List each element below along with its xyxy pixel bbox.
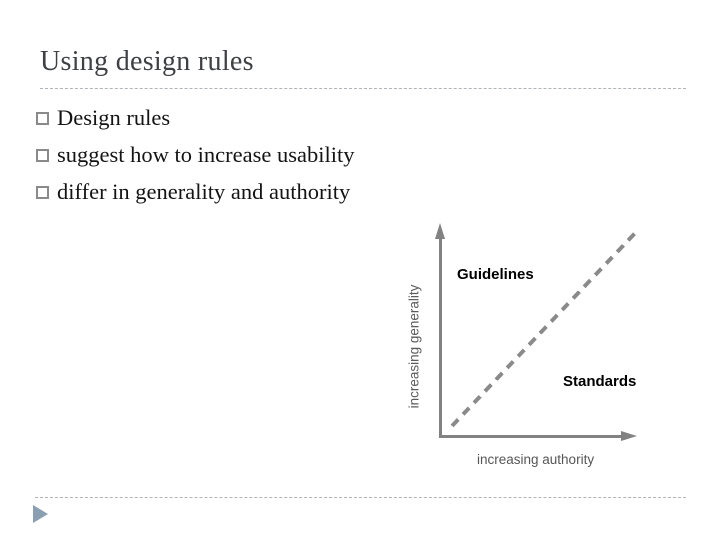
dashed-diagonal-line — [450, 228, 640, 428]
arrowhead-right-icon — [621, 431, 637, 441]
bullet-item: Design rules — [36, 99, 354, 136]
bullet-item: suggest how to increase usability — [36, 136, 354, 173]
bullet-text: differ in generality and authority — [57, 178, 351, 204]
guidelines-region-label: Guidelines — [457, 266, 534, 283]
generality-authority-diagram: Guidelines Standards increasing generali… — [395, 222, 670, 482]
standards-region-label: Standards — [563, 373, 637, 390]
bullet-text: Design rules — [57, 104, 171, 130]
square-bullet-icon — [36, 112, 49, 125]
bullet-text: suggest how to increase usability — [57, 141, 355, 167]
x-axis-label: increasing authority — [477, 452, 595, 467]
footer-divider — [35, 497, 686, 498]
slide-title: Using design rules — [40, 46, 254, 77]
y-axis-label: increasing generality — [406, 284, 422, 409]
square-bullet-icon — [36, 186, 49, 199]
y-axis-line — [439, 238, 442, 438]
bullet-item: differ in generality and authority — [36, 173, 354, 210]
title-divider — [40, 88, 686, 89]
bullet-list: Design rules suggest how to increase usa… — [36, 99, 354, 210]
square-bullet-icon — [36, 149, 49, 162]
x-axis-line — [439, 435, 621, 438]
next-slide-triangle-icon — [33, 505, 48, 523]
arrowhead-up-icon — [435, 223, 445, 239]
